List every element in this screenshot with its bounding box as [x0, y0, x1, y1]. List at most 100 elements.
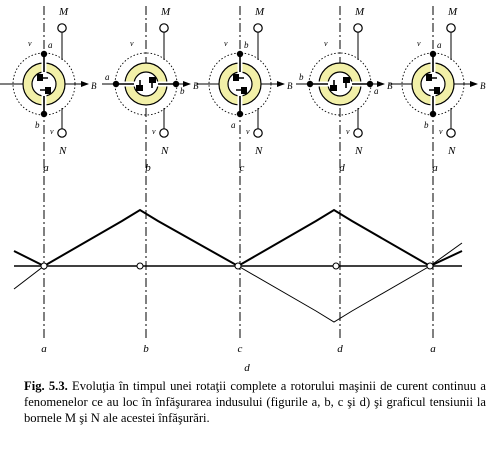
coil-side-a-label: a — [437, 40, 442, 50]
graph-node — [136, 262, 144, 270]
graph-node — [234, 262, 242, 270]
terminal-m-c — [253, 23, 263, 33]
graph-rectified-rise-left — [13, 250, 45, 267]
graph-alternating-voltage — [13, 242, 463, 323]
conductor-b — [112, 80, 120, 88]
graph-label-b: b — [143, 343, 149, 355]
conductor-a — [172, 80, 180, 88]
graph-node — [332, 262, 340, 270]
terminal-n-label: N — [254, 145, 263, 157]
velocity-label: v — [224, 39, 228, 48]
velocity-label: v — [346, 127, 350, 136]
panel-label-a2: a — [432, 162, 438, 174]
caption-text: Evoluţia în timpul unei rotaţii complete… — [24, 379, 486, 425]
panel-label-a: a — [43, 162, 49, 174]
coil-side-b-label: b — [180, 86, 185, 96]
terminal-n-d — [353, 128, 363, 138]
terminal-m-a2 — [446, 23, 456, 33]
graph-node — [40, 262, 48, 270]
coil-side-b-label: b — [424, 120, 429, 130]
velocity-label: v — [417, 39, 421, 48]
coil-side-a-label: a — [231, 120, 236, 130]
velocity-label: v — [50, 127, 54, 136]
panel-label-d: d — [339, 162, 345, 174]
coil-side-a-label: a — [105, 72, 110, 82]
rotor-d — [306, 62, 374, 106]
graph-label-d: d — [337, 343, 343, 355]
velocity-label: v — [28, 39, 32, 48]
rotation-path-a2 — [401, 52, 465, 116]
terminal-n-a — [57, 128, 67, 138]
field-label: B — [287, 81, 293, 91]
graph-label-c: c — [238, 343, 243, 355]
coil-wire — [429, 54, 437, 114]
rotor-panel-a: M N Ba b v v a — [0, 6, 97, 340]
conductor-b — [40, 110, 48, 118]
velocity-label: v — [324, 39, 328, 48]
conductor-b — [429, 110, 437, 118]
rotation-path-c — [208, 52, 272, 116]
terminal-n-label: N — [354, 145, 363, 157]
figure-caption: Fig. 5.3. Evoluţia în timpul unei rotaţi… — [24, 378, 486, 426]
terminal-n-label: N — [160, 145, 169, 157]
panel-label-c: c — [240, 162, 245, 174]
terminal-m-label: M — [254, 6, 265, 18]
rotor-a — [22, 50, 66, 118]
rotor-core — [420, 71, 446, 97]
rotor-panel-d: M N Ba b v v d — [296, 6, 393, 340]
field-label: B — [480, 81, 486, 91]
conductor-b — [236, 50, 244, 58]
terminal-n-b — [159, 128, 169, 138]
terminal-n-c — [253, 128, 263, 138]
coil-side-b-label: b — [299, 72, 304, 82]
coil-wire — [310, 80, 370, 88]
voltage-graph — [13, 208, 463, 323]
coil-side-b-label: b — [35, 120, 40, 130]
terminal-m-d — [353, 23, 363, 33]
panel-label-b: b — [145, 162, 151, 174]
conductor-a — [236, 110, 244, 118]
terminal-n-a2 — [446, 128, 456, 138]
graph-label-a: a — [41, 343, 47, 355]
rotor-b — [112, 62, 180, 106]
caption-label: Fig. 5.3. — [24, 379, 68, 393]
rotor-c — [218, 50, 262, 118]
terminal-m-a — [57, 23, 67, 33]
field-label: B — [91, 81, 97, 91]
rotor-panel-a2: M N Ba b v v a — [389, 6, 486, 340]
field-label: B — [193, 81, 199, 91]
coil-side-b-label: b — [244, 40, 249, 50]
graph-label-d-bottom: d — [244, 362, 250, 374]
coil-side-a-label: a — [48, 40, 53, 50]
terminal-n-label: N — [58, 145, 67, 157]
rotation-path-a — [12, 52, 76, 116]
conductor-b — [366, 80, 374, 88]
velocity-label: v — [246, 127, 250, 136]
terminal-n-label: N — [447, 145, 456, 157]
field-label: B — [387, 81, 393, 91]
terminal-m-label: M — [447, 6, 458, 18]
terminal-m-label: M — [160, 6, 171, 18]
coil-wire — [236, 54, 244, 114]
terminal-m-b — [159, 23, 169, 33]
rotor-panel-c: M N Ba b v v c — [196, 6, 293, 340]
velocity-label: v — [439, 127, 443, 136]
rotor-a2 — [411, 50, 455, 118]
graph-label-a-end: a — [430, 343, 436, 355]
rotor-core — [133, 71, 159, 97]
terminal-m-label: M — [58, 6, 69, 18]
rotor-core — [227, 71, 253, 97]
rotor-core — [327, 71, 353, 97]
conductor-a — [306, 80, 314, 88]
conductor-a — [429, 50, 437, 58]
rotor-core — [31, 71, 57, 97]
coil-side-a-label: a — [374, 86, 379, 96]
graph-rectified-voltage — [43, 208, 463, 268]
coil-wire — [116, 80, 176, 88]
conductor-a — [40, 50, 48, 58]
velocity-label: v — [152, 127, 156, 136]
terminal-m-label: M — [354, 6, 365, 18]
